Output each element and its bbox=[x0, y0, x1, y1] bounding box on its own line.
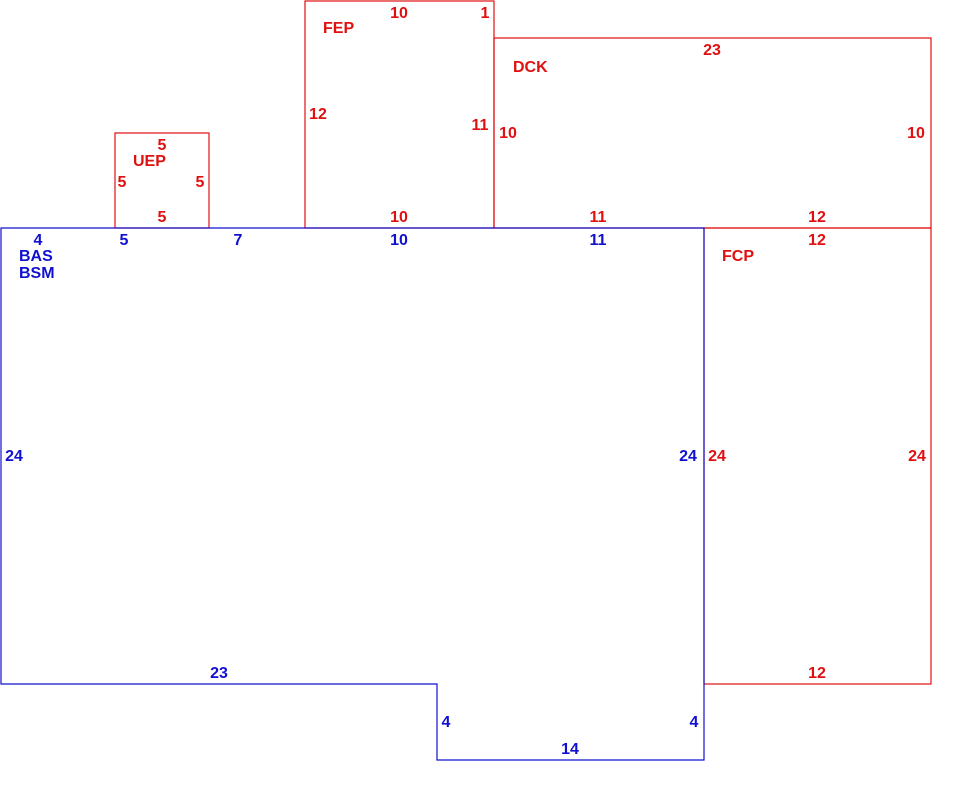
uep-dim-top: 5 bbox=[158, 137, 167, 154]
fcp-dim-top: 12 bbox=[808, 232, 826, 249]
bas-dim-notch-bottom: 14 bbox=[561, 741, 579, 758]
bsm-code-label: BSM bbox=[19, 265, 55, 282]
fcp-outline bbox=[703, 227, 932, 685]
fcp-dim-bottom: 12 bbox=[808, 665, 826, 682]
bas-outline bbox=[0, 227, 705, 761]
fcp-code-label: FCP bbox=[722, 248, 754, 265]
fep-dim-right: 11 bbox=[472, 117, 489, 134]
bas-dim-notch-left: 4 bbox=[442, 714, 451, 731]
uep-code-label: UEP bbox=[133, 153, 166, 170]
bas-dim-top-under-fep: 10 bbox=[390, 232, 408, 249]
fcp-dim-right: 24 bbox=[908, 448, 926, 465]
fep-dim-bottom: 10 bbox=[390, 209, 408, 226]
uep-dim-bottom: 5 bbox=[158, 209, 167, 226]
fcp-dim-left: 24 bbox=[708, 448, 726, 465]
dck-outline bbox=[493, 37, 932, 229]
bas-dim-left: 24 bbox=[5, 448, 23, 465]
fep-dim-top-right: 1 bbox=[481, 5, 490, 22]
dck-dim-bottom-left: 11 bbox=[590, 209, 607, 226]
bas-dim-top-left: 4 bbox=[34, 232, 43, 249]
bas-dim-right: 24 bbox=[679, 448, 697, 465]
dck-dim-left: 10 bbox=[499, 125, 517, 142]
uep-dim-left: 5 bbox=[118, 174, 127, 191]
fep-dim-top: 10 bbox=[390, 5, 408, 22]
bas-dim-top-under-dck: 11 bbox=[590, 232, 607, 249]
area-fep: FEP 10 1 12 11 10 bbox=[304, 0, 495, 229]
bas-dim-top-mid: 7 bbox=[234, 232, 243, 249]
uep-dim-right: 5 bbox=[196, 174, 205, 191]
bas-dim-top-under-uep: 5 bbox=[120, 232, 129, 249]
bas-dim-notch-right: 4 bbox=[690, 714, 699, 731]
dck-dim-top: 23 bbox=[703, 42, 721, 59]
dck-code-label: DCK bbox=[513, 59, 548, 76]
area-fcp: FCP 12 24 24 12 bbox=[703, 227, 932, 685]
bas-dim-bottom: 23 bbox=[210, 665, 228, 682]
dck-dim-bottom-right: 12 bbox=[808, 209, 826, 226]
dck-dim-right: 10 bbox=[907, 125, 925, 142]
fep-code-label: FEP bbox=[323, 20, 354, 37]
area-dck: DCK 23 10 10 11 12 bbox=[493, 37, 932, 229]
area-bas: BAS BSM 4 5 7 10 11 24 24 23 4 4 14 bbox=[0, 227, 705, 761]
fep-dim-left: 12 bbox=[309, 106, 327, 123]
area-uep: UEP 5 5 5 5 bbox=[114, 132, 210, 229]
bas-code-label: BAS bbox=[19, 248, 53, 265]
